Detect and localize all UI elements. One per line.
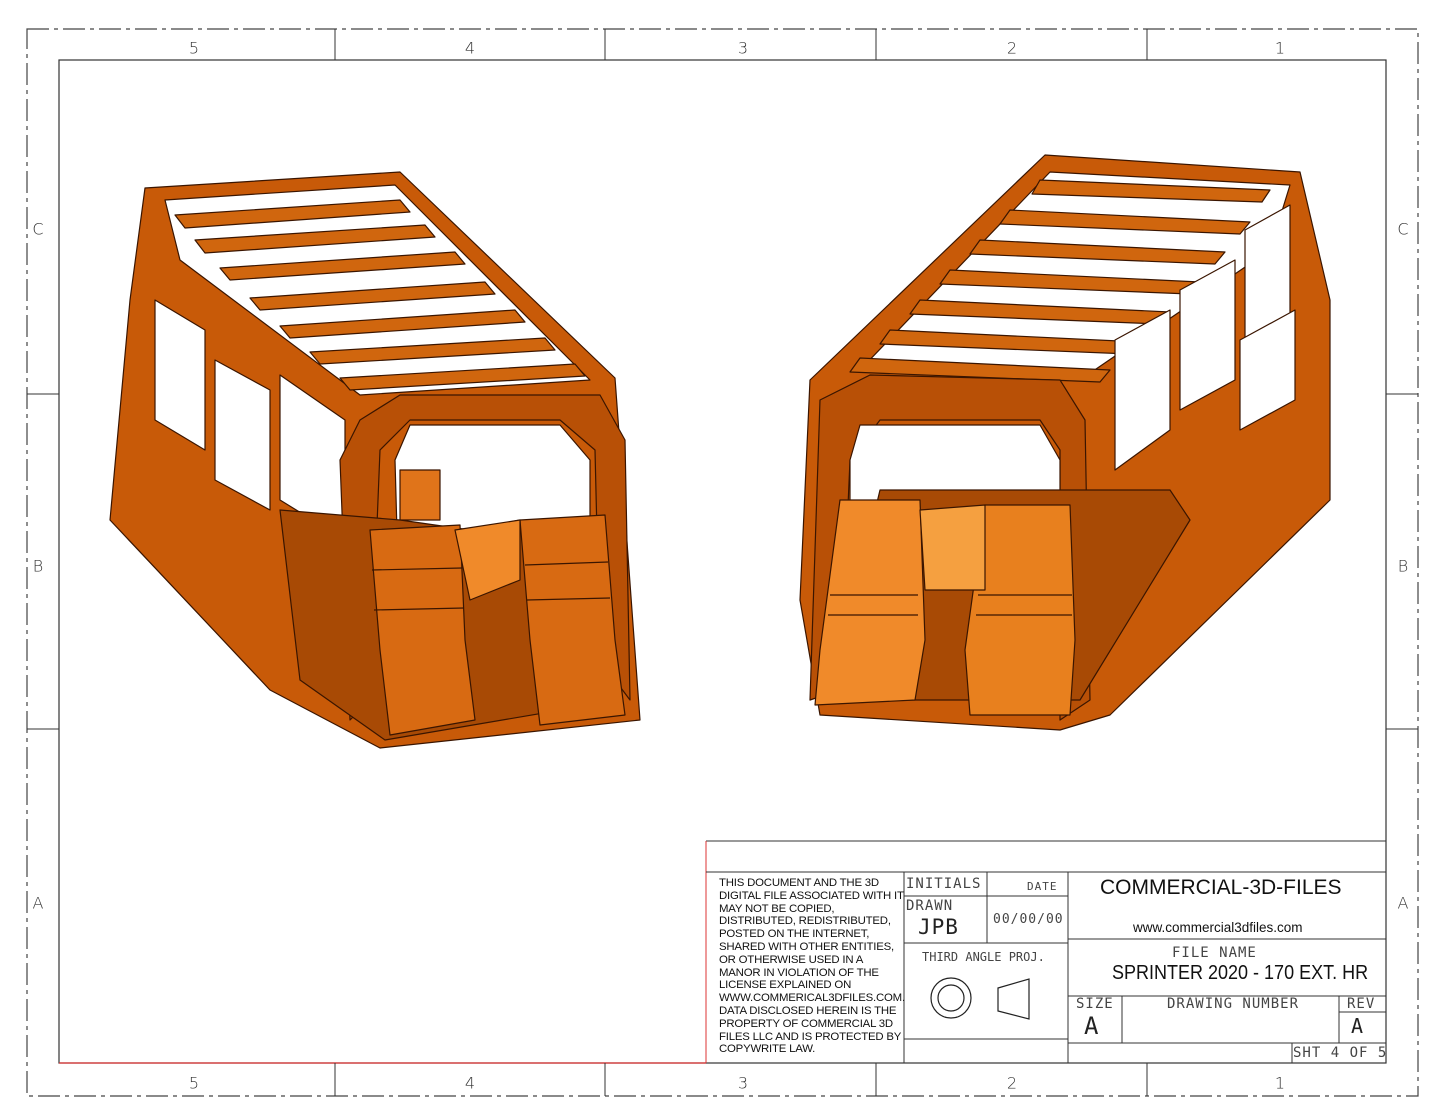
zone-row-label: A bbox=[1397, 893, 1409, 913]
company-name: COMMERCIAL-3D-FILES bbox=[1100, 876, 1342, 899]
zone-column-label: 4 bbox=[464, 1073, 476, 1093]
zone-column-label: 2 bbox=[1006, 38, 1018, 58]
zone-column-label: 1 bbox=[1274, 1073, 1286, 1093]
file-name-label: FILE NAME bbox=[1172, 945, 1257, 961]
zone-row-label: B bbox=[1397, 556, 1409, 576]
drawing-number-label: DRAWING NUMBER bbox=[1167, 996, 1300, 1012]
zone-row-label: A bbox=[32, 893, 44, 913]
zone-column-label: 2 bbox=[1006, 1073, 1018, 1093]
company-website: www.commercial3dfiles.com bbox=[1133, 920, 1303, 935]
zone-row-label: C bbox=[1397, 219, 1409, 239]
van-view-right bbox=[799, 154, 1331, 731]
initials-label: INITIALS bbox=[906, 876, 982, 892]
third-angle-projection-symbol bbox=[930, 977, 1030, 1020]
zone-column-label: 3 bbox=[737, 38, 749, 58]
zone-column-label: 5 bbox=[188, 38, 200, 58]
zone-row-label: C bbox=[32, 219, 44, 239]
outer-border bbox=[26, 28, 1419, 1097]
projection-label: THIRD ANGLE PROJ. bbox=[922, 950, 1045, 964]
size-label: SIZE bbox=[1076, 996, 1114, 1012]
copyright-notice: THIS DOCUMENT AND THE 3D DIGITAL FILE AS… bbox=[719, 877, 905, 1056]
van-view-left bbox=[109, 171, 641, 749]
zone-column-label: 4 bbox=[464, 38, 476, 58]
zone-column-label: 1 bbox=[1274, 38, 1286, 58]
size-value: A bbox=[1084, 1012, 1100, 1040]
date-label: DATE bbox=[1027, 880, 1058, 893]
drawn-label: DRAWN bbox=[906, 898, 954, 914]
file-name: SPRINTER 2020 - 170 EXT. HR bbox=[1112, 962, 1369, 984]
rev-value: A bbox=[1351, 1014, 1365, 1038]
zone-column-label: 3 bbox=[737, 1073, 749, 1093]
title-block-grid bbox=[705, 840, 1386, 1063]
zone-column-label: 5 bbox=[188, 1073, 200, 1093]
inner-border bbox=[58, 59, 1387, 1064]
sheet-number: SHT 4 OF 5 bbox=[1293, 1045, 1388, 1061]
date-value: 00/00/00 bbox=[993, 912, 1064, 927]
rev-label: REV bbox=[1347, 996, 1376, 1012]
drawn-initials: JPB bbox=[918, 915, 959, 939]
zone-row-label: B bbox=[32, 556, 44, 576]
zone-dividers bbox=[27, 29, 1418, 1096]
